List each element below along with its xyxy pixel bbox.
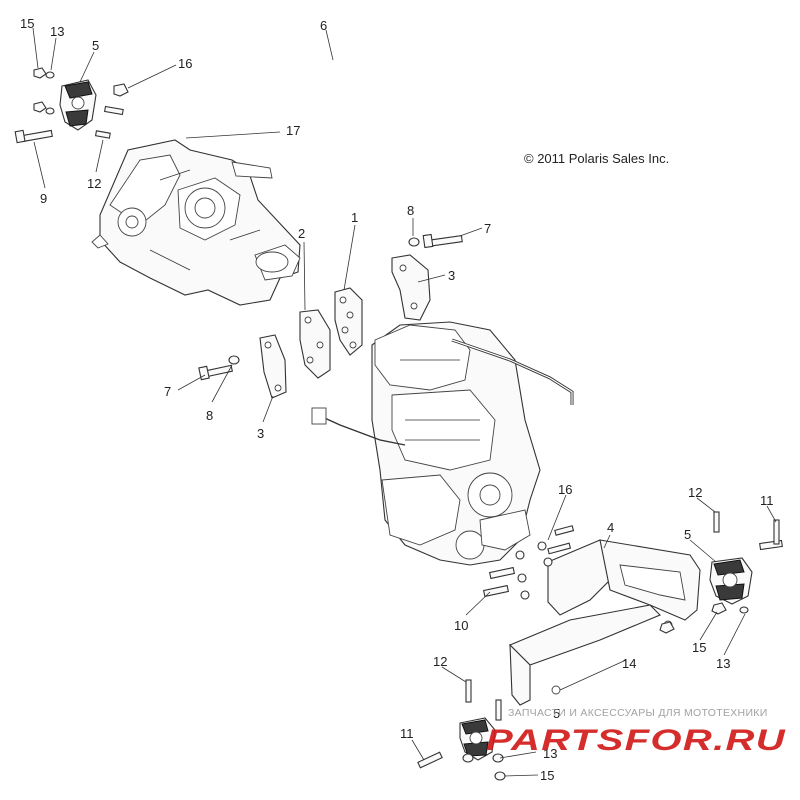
shift-cable: [179, 12, 489, 141]
washer-8-lower: [228, 355, 240, 365]
callout-9: 9: [40, 191, 47, 206]
bolt-12-bottom: [465, 679, 502, 721]
callout-17: 17: [286, 123, 300, 138]
callout-11: 11: [760, 493, 774, 508]
bolt-11-right: [759, 519, 783, 551]
callout-7b: 7: [164, 384, 171, 399]
callout-10: 10: [454, 618, 468, 633]
engine-mount-5-top: [59, 79, 97, 131]
callout-2: 2: [298, 226, 305, 241]
washer-13-top-2: [45, 107, 55, 115]
callout-6: 6: [320, 18, 327, 33]
bracket-1: [334, 287, 363, 356]
engine-mount-5-right: [709, 557, 753, 605]
callout-7: 7: [484, 221, 491, 236]
engine-mount-5-bottom: [459, 717, 496, 761]
nuts-13-15-bottom: [462, 753, 506, 781]
mount-bracket-4: [509, 539, 701, 706]
nut-16-top: [113, 83, 129, 97]
bolt-7-upper: [422, 233, 463, 249]
nut-15-top: [33, 67, 47, 79]
copyright-text: © 2011 Polaris Sales Inc.: [524, 151, 669, 166]
callout-13: 13: [50, 24, 64, 39]
callout-1: 1: [351, 210, 358, 225]
callout-3b: 3: [257, 426, 264, 441]
callout-8b: 8: [206, 408, 213, 423]
watermark: ЗАПЧАСТИ И АКСЕССУАРЫ ДЛЯ МОТОТЕХНИКИ PA…: [486, 707, 786, 757]
nut-15-right: [711, 602, 727, 615]
bracket-3-upper: [391, 254, 431, 321]
callout-3: 3: [448, 268, 455, 283]
bolt-12-top-2: [94, 130, 111, 139]
callout-15: 15: [20, 16, 34, 31]
washer-8-upper: [408, 237, 420, 247]
bracket-3-lower: [259, 334, 287, 399]
callout-13c: 13: [543, 746, 557, 761]
callout-5: 5: [92, 38, 99, 53]
bolt-12-right: [713, 511, 720, 533]
engine-assembly: [371, 321, 541, 566]
bolt-12-top: [103, 105, 124, 116]
callout-11b: 11: [400, 726, 414, 741]
callout-4: 4: [607, 520, 614, 535]
callout-14: 14: [622, 656, 636, 671]
callout-15b: 15: [692, 640, 706, 655]
callout-12: 12: [87, 176, 101, 191]
callout-8: 8: [407, 203, 414, 218]
callout-15c: 15: [540, 768, 554, 783]
nut-15-top-2: [33, 101, 47, 113]
transmission-assembly: [91, 139, 301, 306]
watermark-logo: PARTSFOR.RU: [486, 724, 786, 757]
sensor-wire: [311, 407, 406, 446]
leader-lines: [32, 27, 777, 777]
watermark-tagline: ЗАПЧАСТИ И АКСЕССУАРЫ ДЛЯ МОТОТЕХНИКИ: [508, 707, 768, 719]
bolt-11-bottom: [417, 751, 443, 769]
nut-14: [659, 621, 675, 634]
callout-16: 16: [178, 56, 192, 71]
callout-12c: 12: [433, 654, 447, 669]
washer-13-right: [739, 606, 749, 614]
callout-5c: 5: [553, 706, 560, 721]
callout-16b: 16: [558, 482, 572, 497]
bolt-7-lower: [198, 364, 233, 381]
bracket-2: [299, 309, 331, 379]
callout-12b: 12: [688, 485, 702, 500]
callout-labels: 15 13 5 16 6 17 9 12 1 8 7 2 3 7 8 3 16 …: [20, 16, 774, 783]
callout-13b: 13: [716, 656, 730, 671]
washer-13-top: [45, 71, 55, 79]
throttle-cable: [451, 338, 574, 405]
callout-5b: 5: [684, 527, 691, 542]
bolt-cluster-10-16: [482, 525, 575, 600]
bolt-9: [14, 129, 53, 144]
